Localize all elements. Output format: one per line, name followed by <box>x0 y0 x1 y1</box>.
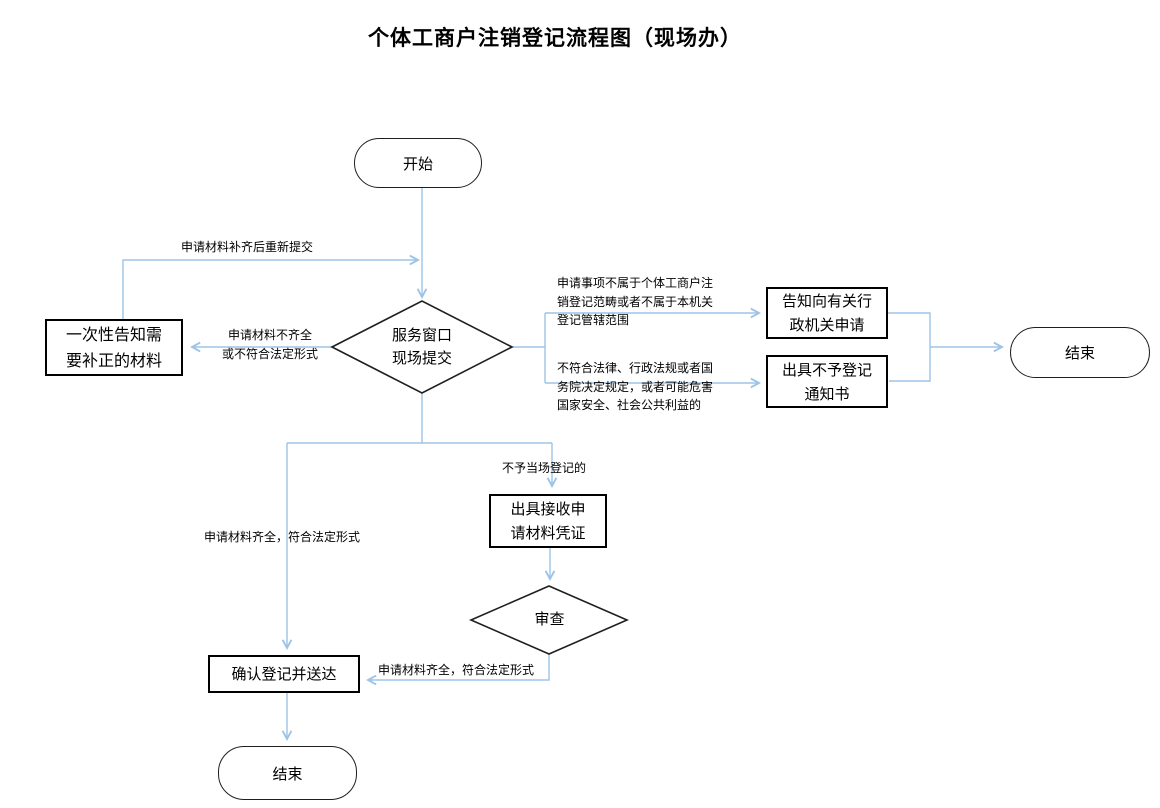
edge-submit-down-split <box>287 393 552 444</box>
node-notify-fix: 一次性告知需 要补正的材料 <box>45 319 183 376</box>
node-window-submit-label: 服务窗口 现场提交 <box>391 325 452 367</box>
node-start-label: 开始 <box>402 154 433 173</box>
edge-resubmit <box>122 254 420 319</box>
page-title: 个体工商户注销登记流程图（现场办） <box>368 26 742 50</box>
node-confirm-label: 确认登记并送达 <box>231 665 337 683</box>
node-no-registration: 出具不予登记 通知书 <box>766 355 888 408</box>
node-confirm: 确认登记并送达 <box>208 655 360 693</box>
node-notify-other-org-label: 告知向有关行 政机关申请 <box>781 292 872 334</box>
node-end-bottom-label: 结束 <box>272 764 303 783</box>
edge-label-resubmit: 申请材料补齐后重新提交 <box>181 240 314 254</box>
edge-label-illegal: 不符合法律、行政法规或者国 务院决定规定，或者可能危害 国家安全、社会公共利益的 <box>557 361 714 412</box>
edge-label-complete-after-review: 申请材料齐全，符合法定形式 <box>378 663 535 677</box>
edge-review-to-confirm <box>366 654 550 686</box>
decision-window-submit-shape <box>330 300 514 394</box>
node-end-bottom: 结束 <box>218 746 357 800</box>
node-notify-other-org: 告知向有关行 政机关申请 <box>766 287 888 339</box>
edge-right-branch-trunk <box>512 313 546 383</box>
node-end-right: 结束 <box>1010 327 1150 378</box>
node-receipt: 出具接收申 请材料凭证 <box>489 494 607 548</box>
node-end-right-label: 结束 <box>1064 344 1095 362</box>
decision-review-shape <box>468 585 630 655</box>
node-review: 审查 <box>489 604 610 636</box>
node-start: 开始 <box>354 138 482 188</box>
node-notify-fix-label: 一次性告知需 要补正的材料 <box>65 324 162 370</box>
node-review-label: 审查 <box>534 610 565 629</box>
edge-label-not-onsite: 不予当场登记的 <box>502 461 587 475</box>
edge-merge-right <box>888 312 931 382</box>
node-receipt-label: 出具接收申 请材料凭证 <box>510 500 586 542</box>
node-no-registration-label: 出具不予登记 通知书 <box>781 360 872 403</box>
edge-label-not-in-scope: 申请事项不属于个体工商户注 销登记范畴或者不属于本机关 登记管辖范围 <box>557 276 714 327</box>
node-window-submit: 服务窗口 现场提交 <box>352 320 492 374</box>
edge-label-incomplete: 申请材料不齐全 或不符合法定形式 <box>221 328 318 361</box>
edge-label-complete-left: 申请材料齐全，符合法定形式 <box>204 530 361 544</box>
